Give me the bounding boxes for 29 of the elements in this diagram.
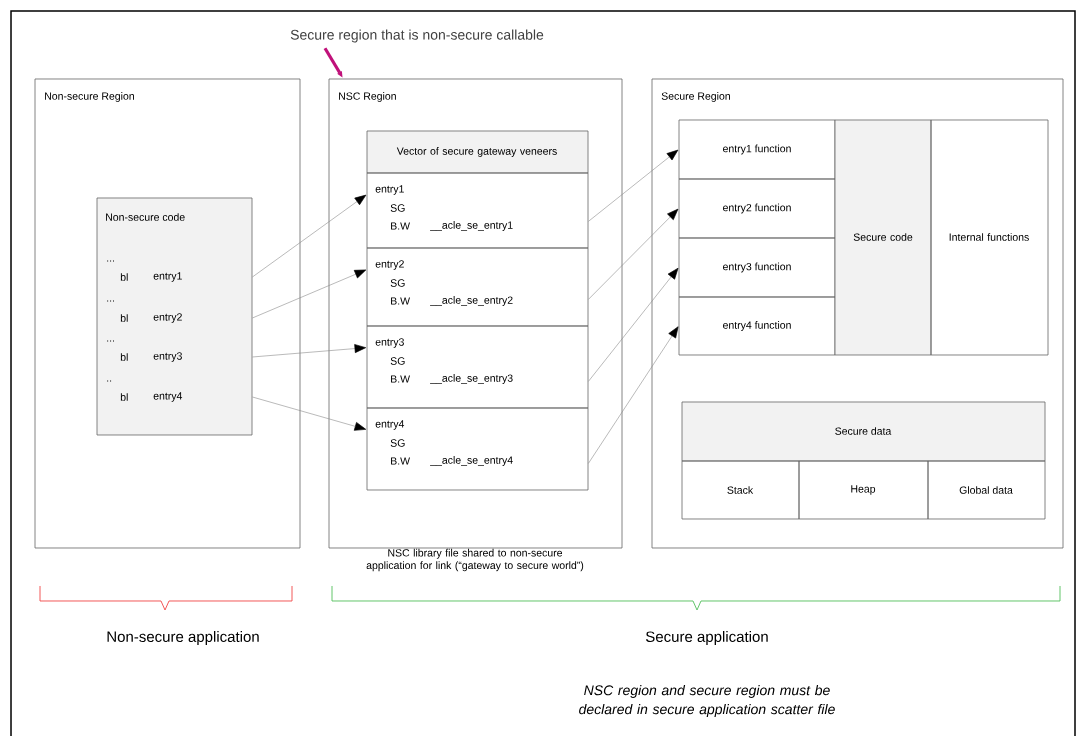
application-label: Non-secure application — [107, 631, 259, 645]
data-box: Stack — [681, 460, 800, 520]
data-box: Heap — [798, 460, 929, 520]
code-line: bl entry2 — [120, 313, 182, 323]
arrow — [588, 326, 679, 464]
arrow — [252, 194, 367, 278]
veneer-box: entry2 SG B.W __acle_se_entry2 — [366, 247, 589, 327]
arrow — [588, 149, 679, 222]
callout-text: Secure region that is non-secure callable — [290, 29, 544, 43]
veneer-box: entry1 SG B.W __acle_se_entry1 — [366, 172, 589, 249]
function-box: entry4 function — [678, 296, 836, 356]
arrow — [588, 208, 679, 300]
veneer-box: entry3 SG B.W __acle_se_entry3 — [366, 325, 589, 409]
data-box: Global data — [927, 460, 1046, 520]
code-line: bl entry1 — [120, 272, 182, 282]
arrow — [252, 344, 367, 358]
note-text: NSC region and secure region must be declared in secure application scatter file — [579, 684, 835, 717]
veneer-box: entry4 SG B.W __acle_se_entry4 — [366, 407, 589, 491]
code-box: Secure code — [834, 119, 932, 356]
code-line: bl entry3 — [120, 352, 182, 362]
application-label: Secure application — [646, 631, 768, 645]
header-box: Vector of secure gateway veneers — [366, 130, 589, 174]
note-text: NSC library file shared to non-secure application for link (“gateway to secure world”) — [366, 548, 584, 572]
data-box: Secure data — [681, 401, 1046, 462]
arrow — [588, 267, 679, 382]
arrow — [252, 269, 367, 319]
arrow — [252, 396, 367, 431]
function-box: Internal functions — [930, 119, 1049, 356]
code-line: bl entry4 — [120, 392, 183, 402]
